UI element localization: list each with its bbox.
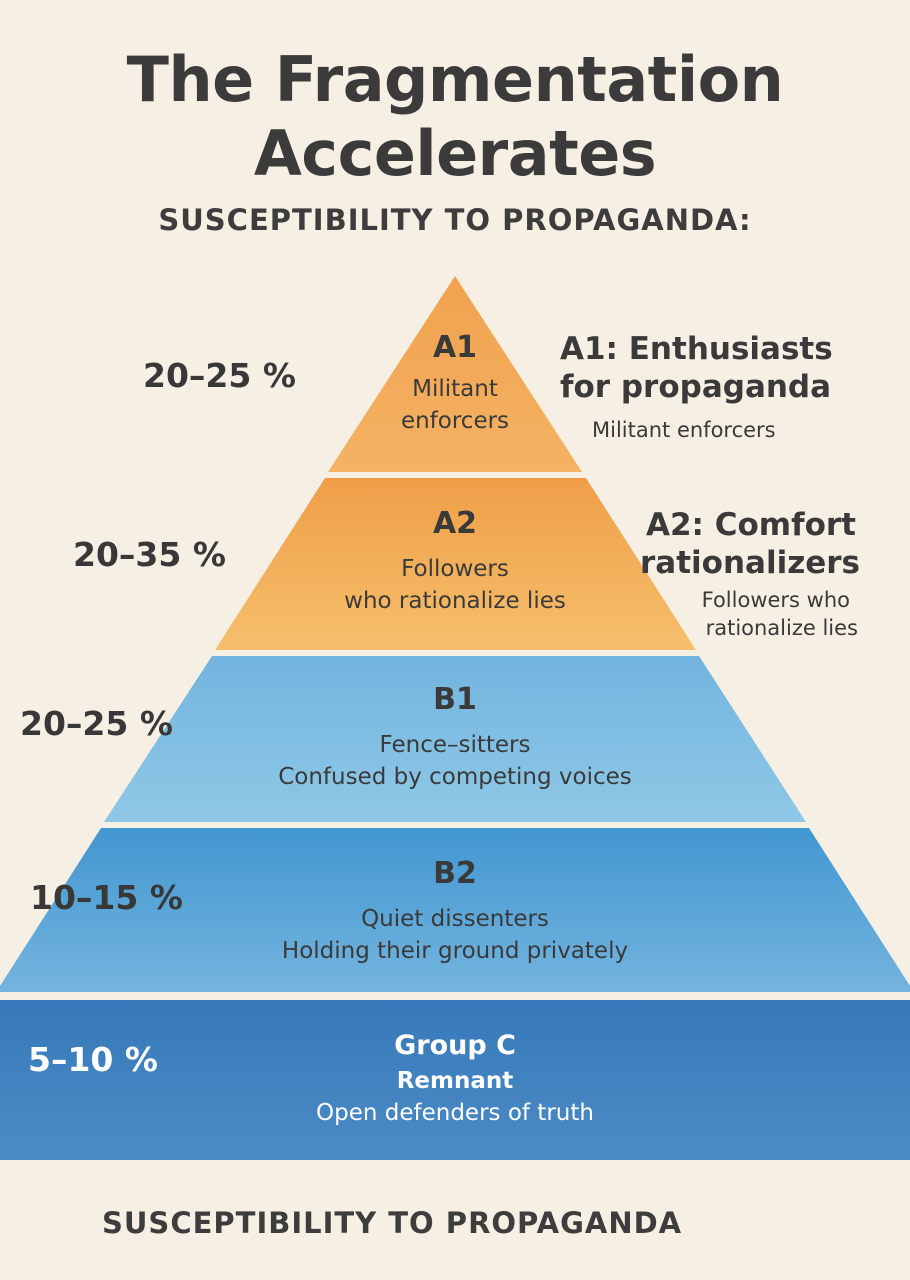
tier-c-shape <box>0 1000 910 1160</box>
tier-a2-line2: who rationalize lies <box>344 588 566 614</box>
tier-a2-label: A2 Followers who rationalize lies <box>305 506 605 617</box>
side-note-a1-sub1: Militant enforcers <box>592 418 776 442</box>
subtitle-bottom: SUSCEPTIBILITY TO PROPAGANDA <box>102 1206 683 1240</box>
tier-a2-code: A2 <box>432 506 478 541</box>
page-title-line-2: Accelerates <box>253 117 657 190</box>
tier-b2-line2: Holding their ground privately <box>281 938 629 964</box>
side-note-a2-sub1: Followers who <box>701 588 850 612</box>
side-note-a1-title1: A1: Enthusiasts <box>560 331 833 367</box>
tier-b1-code: B1 <box>433 682 477 717</box>
tier-a2-line1: Followers <box>401 556 509 582</box>
tier-c-percent: 5–10 % <box>28 1040 158 1079</box>
tier-a2-percent: 20–35 % <box>73 535 226 574</box>
tier-b1-shape <box>104 656 806 822</box>
side-note-a2-sub2: rationalize lies <box>705 616 858 640</box>
subtitle-top: SUSCEPTIBILITY TO PROPAGANDA: <box>158 203 752 237</box>
tier-a1-shape <box>328 276 582 472</box>
tier-b1-label: B1 Fence–sitters Confused by competing v… <box>205 682 705 793</box>
tier-a1-percent: 20–25 % <box>143 356 296 395</box>
tier-a1-code: A1 <box>432 330 478 365</box>
page-title-line-1: The Fragmentation <box>126 43 784 116</box>
side-note-a2: A2: Comfort rationalizers Followers who … <box>640 506 900 642</box>
side-note-a1-title2: for propaganda <box>560 369 832 405</box>
tier-b2-label: B2 Quiet dissenters Holding their ground… <box>205 856 705 967</box>
tier-b2-code: B2 <box>433 856 477 891</box>
tier-c-line1: Remnant <box>396 1068 514 1094</box>
side-note-a2-title2: rationalizers <box>640 545 860 581</box>
tier-a2-shape <box>215 478 696 650</box>
tier-b2-percent: 10–15 % <box>30 878 183 917</box>
tier-b1-line1: Fence–sitters <box>379 732 531 758</box>
side-note-a2-title1: A2: Comfort <box>646 507 856 543</box>
tier-a1-label: A1 Militant enforcers <box>355 330 555 437</box>
tier-b1-line2: Confused by competing voices <box>278 764 632 790</box>
side-note-a1: A1: Enthusiasts for propaganda Militant … <box>560 330 880 444</box>
tier-c-code: Group C <box>394 1030 516 1061</box>
tier-a1-line1: Militant <box>412 376 498 402</box>
tier-b1-percent: 20–25 % <box>20 704 173 743</box>
tier-c-label: Group C Remnant Open defenders of truth <box>205 1030 705 1129</box>
tier-c-line2: Open defenders of truth <box>316 1100 594 1126</box>
tier-a1-line2: enforcers <box>400 408 510 434</box>
tier-b2-shape <box>0 828 910 992</box>
tier-b2-line1: Quiet dissenters <box>361 906 549 932</box>
